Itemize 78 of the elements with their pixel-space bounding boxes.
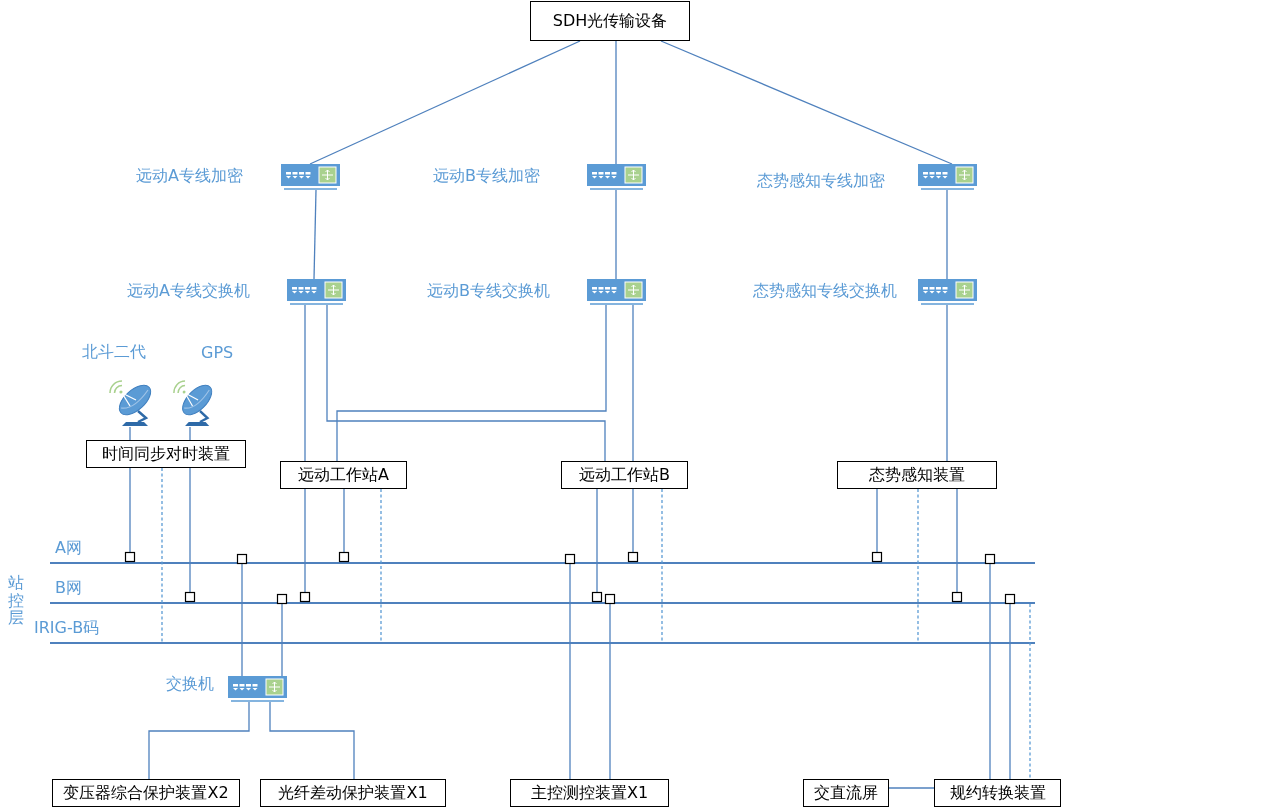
device-box [510,779,669,807]
connector [148,701,250,780]
connector [615,40,617,165]
device-label: 远动B专线交换机 [427,281,550,301]
network-switch-icon [228,676,287,702]
connector [269,701,355,780]
bus-line [50,642,1035,644]
device-label: 态势感知专线加密 [757,171,885,191]
device-name: SDH光传输设备 [552,10,668,32]
bus-label: IRIG-B码 [34,618,100,638]
connector [276,593,288,677]
connector [129,426,131,441]
connector [124,467,136,563]
connector [660,40,953,165]
network-switch-icon [287,279,346,305]
device-box [280,461,407,489]
connector [161,467,163,643]
device-label: 远动B专线加密 [433,166,540,186]
device-name: 交直流屏 [814,782,878,804]
network-switch-icon [587,279,646,305]
device-label: 交换机 [166,674,214,694]
connector [946,189,948,280]
device-box [561,461,688,489]
connector [313,189,317,280]
device-name: 时间同步对时装置 [102,443,230,465]
connector [951,488,963,603]
device-name: 远动工作站B [579,464,670,486]
connector [661,488,663,643]
device-name: 光纤差动保护装置X1 [278,782,428,804]
device-box [260,779,446,807]
device-box [52,779,240,807]
device-box [837,461,997,489]
device-label: GPS [201,343,234,363]
connector [338,488,350,563]
device-name: 主控测控装置X1 [530,782,649,804]
connector [632,304,634,462]
layer-label: 站控层 [8,574,24,627]
bus-line [50,562,1035,564]
device-name: 变压器综合保护装置X2 [63,782,229,804]
connector [304,304,306,462]
device-label: 北斗二代 [82,342,146,362]
connector [604,593,616,780]
connector [189,426,191,441]
connector [627,488,639,563]
connector [299,488,311,603]
bus-label: B网 [55,578,82,598]
network-switch-icon [587,164,646,190]
device-box [530,1,690,41]
device-label: 远动A专线交换机 [127,281,250,301]
connector [309,40,581,165]
device-box [934,779,1061,807]
device-box [86,440,246,468]
connector [564,553,576,780]
device-name: 态势感知装置 [869,464,965,486]
connector [1004,593,1016,780]
bus-label: A网 [55,538,82,558]
connector [871,488,883,563]
connector [917,488,919,643]
device-label: 远动A专线加密 [136,166,243,186]
device-box [803,779,889,807]
device-name: 规约转换装置 [949,782,1046,804]
device-name: 远动工作站A [298,464,389,486]
connector [236,553,248,677]
network-switch-icon [918,279,977,305]
connector [984,553,996,780]
connector [591,488,603,603]
satellite-dish-icon [108,378,152,427]
network-switch-icon [281,164,340,190]
connector [1029,603,1031,780]
connector [615,189,617,280]
network-switch-icon [918,164,977,190]
connector [946,304,948,462]
satellite-dish-icon [172,378,213,427]
connector [380,488,382,643]
connector [184,467,196,603]
device-label: 态势感知专线交换机 [753,281,897,301]
bus-line [50,602,1035,604]
connector [888,787,935,789]
